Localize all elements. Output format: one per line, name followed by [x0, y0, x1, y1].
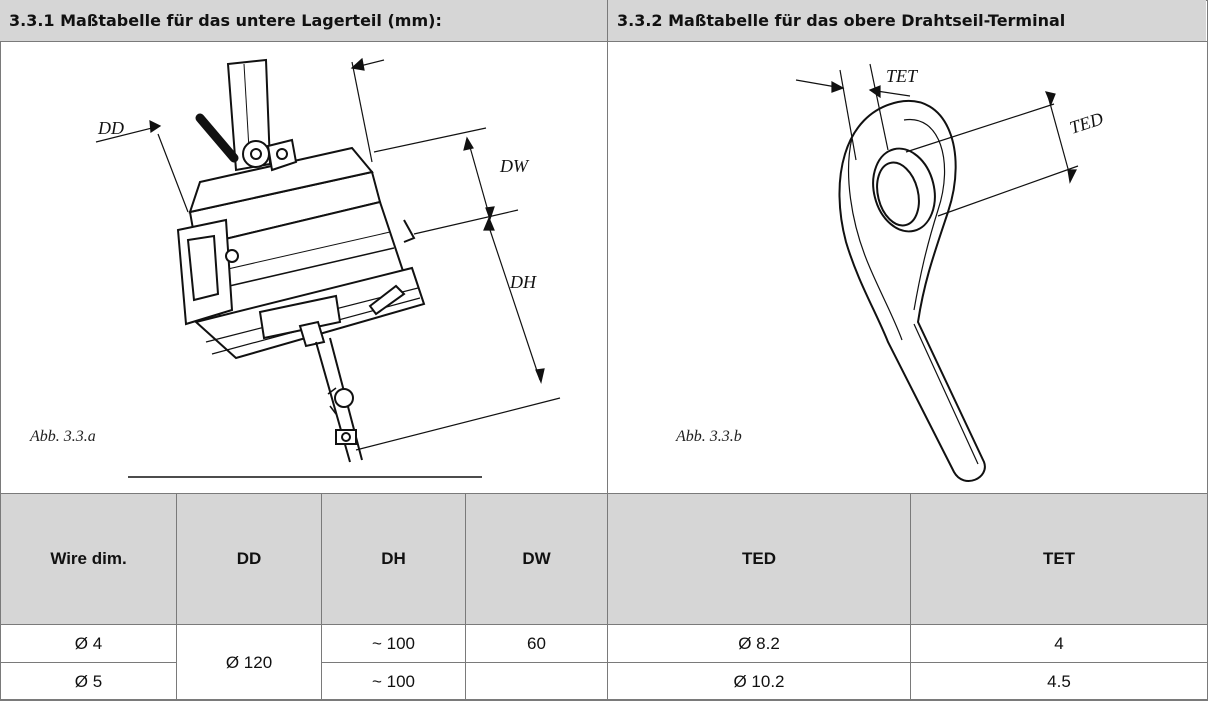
cell-ted: Ø 10.2 [607, 662, 911, 701]
figure-lower-bearing: DD DW DH Abb. 3.3.a [0, 42, 607, 492]
header-divider [0, 41, 1207, 42]
col-header-wire-dim: Wire dim. [0, 493, 177, 625]
lower-bearing-drawing: DD DW DH [95, 57, 561, 478]
col-header-tet: TET [910, 493, 1208, 625]
cell-dd: Ø 120 [176, 624, 322, 701]
cell-dw: 60 [465, 624, 608, 663]
column-divider [607, 0, 608, 493]
col-header-dw: DW [465, 493, 608, 625]
dim-label-ted: TED [1067, 108, 1106, 138]
cell-dw [465, 662, 608, 701]
section-header-lower-bearing: 3.3.1 Maßtabelle für das untere Lagertei… [0, 0, 607, 41]
dim-label-dh: DH [509, 272, 537, 292]
dim-label-dw: DW [499, 156, 530, 176]
table-header-row: Wire dim. DD DH DW TED TET [0, 493, 1208, 625]
figure-caption-right: Abb. 3.3.b [676, 428, 742, 445]
col-header-dd: DD [176, 493, 322, 625]
col-header-dh: DH [321, 493, 466, 625]
cell-tet: 4.5 [910, 662, 1208, 701]
upper-terminal-drawing: TET TED [795, 63, 1106, 482]
col-header-ted: TED [607, 493, 911, 625]
cell-dh: ~ 100 [321, 662, 466, 701]
dimension-table: Wire dim. DD DH DW TED TET Ø 4 Ø 120 ~ 1… [0, 493, 1208, 701]
dim-label-dd: DD [97, 118, 124, 138]
cell-wire-dim: Ø 5 [0, 662, 177, 701]
table-row: Ø 4 Ø 120 ~ 100 60 Ø 8.2 4 [0, 624, 1208, 701]
section-header-upper-terminal: 3.3.2 Maßtabelle für das obere Drahtseil… [608, 0, 1206, 41]
figure-caption-left: Abb. 3.3.a [30, 428, 96, 445]
cell-wire-dim: Ø 4 [0, 624, 177, 663]
cell-ted: Ø 8.2 [607, 624, 911, 663]
cell-dh: ~ 100 [321, 624, 466, 663]
cell-tet: 4 [910, 624, 1208, 663]
dim-label-tet: TET [886, 66, 919, 86]
table-row: Ø 5 ~ 100 Ø 10.2 4.5 [0, 662, 1208, 701]
figure-upper-terminal: TET TED Abb. 3.3.b [608, 42, 1206, 492]
